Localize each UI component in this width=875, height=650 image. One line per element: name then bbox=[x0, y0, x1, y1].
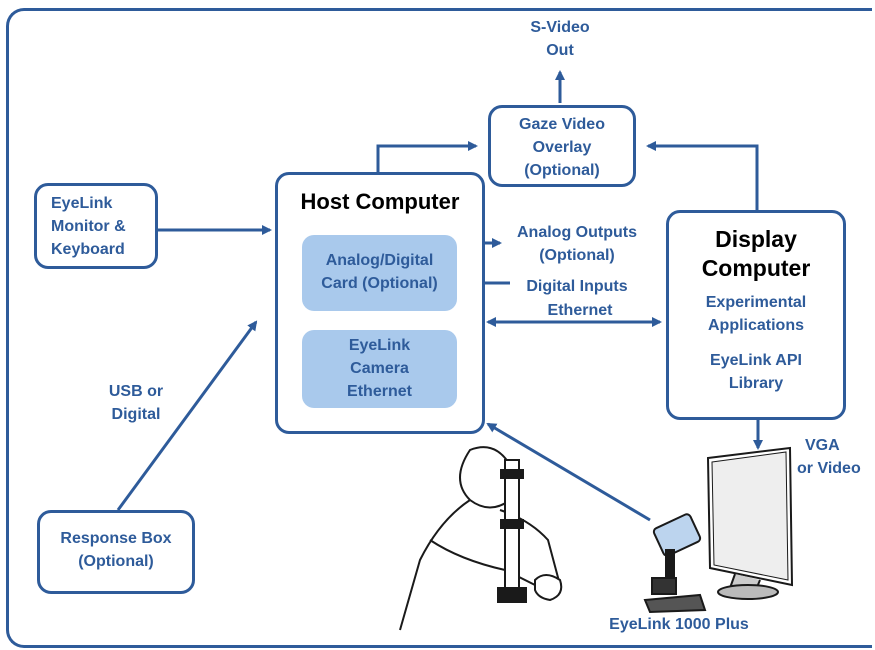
diagram-frame bbox=[6, 8, 872, 648]
usb-digital-label: USB or Digital bbox=[108, 383, 164, 423]
svideo-out-label: S-Video Out bbox=[530, 19, 590, 59]
ethernet-label: Ethernet bbox=[547, 302, 613, 319]
camera-illustration bbox=[643, 513, 707, 614]
participant-illustration bbox=[399, 446, 563, 631]
response-box: Response Box (Optional) bbox=[37, 510, 195, 594]
analog-digital-card: Analog/Digital Card (Optional) bbox=[302, 235, 457, 311]
vga-video-label: VGA or Video bbox=[797, 437, 861, 477]
display-computer-box: Display Computer Experimental Applicatio… bbox=[666, 210, 846, 420]
eyelink-api-library: EyeLink API Library bbox=[710, 352, 802, 392]
arrow-response-to-host bbox=[116, 320, 258, 511]
arrow-display-to-gaze bbox=[646, 141, 759, 210]
gaze-video-overlay-box: Gaze Video Overlay (Optional) bbox=[488, 105, 636, 187]
host-computer-title: Host Computer bbox=[300, 189, 460, 214]
arrow-host-to-gaze bbox=[376, 141, 478, 172]
eyelink-monitor-keyboard-box: EyeLink Monitor & Keyboard bbox=[34, 183, 158, 269]
display-computer-title: Display Computer bbox=[701, 226, 811, 281]
digital-inputs-label: Digital Inputs bbox=[526, 278, 628, 295]
arrow-camera-to-host bbox=[486, 422, 651, 522]
eyelink-camera-ethernet: EyeLink Camera Ethernet bbox=[302, 330, 457, 408]
monitor-illustration bbox=[706, 446, 794, 600]
eyelink-1000-plus-label: EyeLink 1000 Plus bbox=[609, 616, 749, 633]
experimental-applications: Experimental Applications bbox=[705, 294, 807, 334]
analog-outputs-label: Analog Outputs (Optional) bbox=[517, 224, 637, 264]
